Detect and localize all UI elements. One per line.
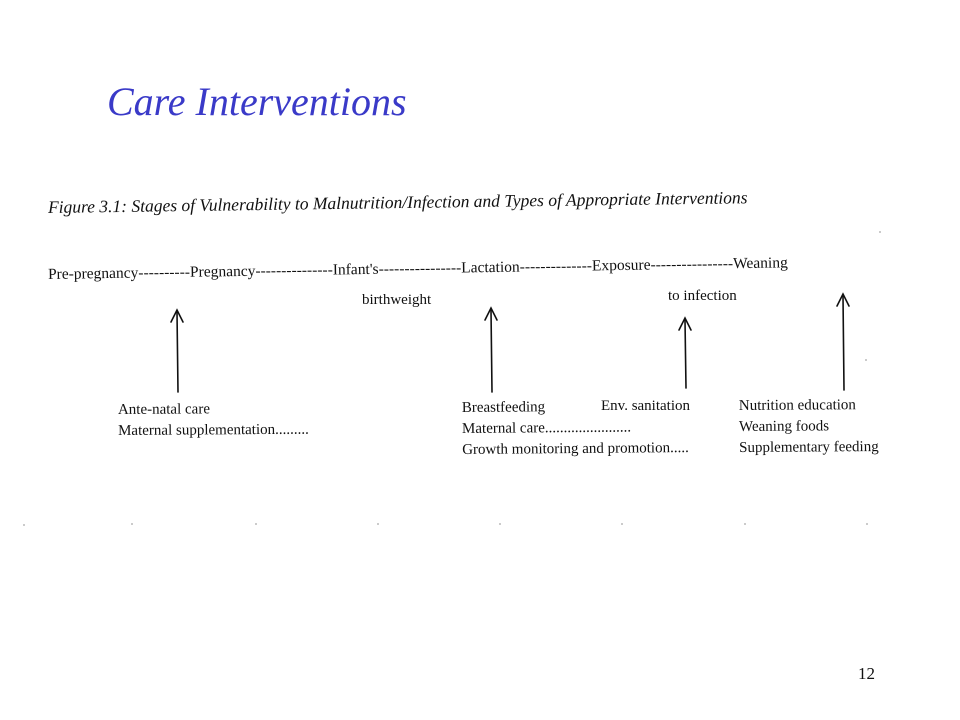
- intervention-item: Ante-natal care: [117, 401, 211, 419]
- intervention-item: Nutrition education: [738, 397, 856, 415]
- sanitation-interventions: Env. sanitation: [601, 396, 690, 417]
- infant-sublabel: birthweight: [362, 292, 432, 308]
- intervention-item: Growth monitoring and promotion.....: [462, 440, 689, 458]
- intervention-item: Maternal supplementation.........: [118, 421, 309, 439]
- nutrition-interventions: Nutrition education Weaning foods Supple…: [739, 395, 879, 459]
- antenatal-interventions: Ante-natal care Maternal supplementation…: [118, 399, 309, 442]
- intervention-item: Supplementary feeding: [739, 439, 879, 456]
- arrow-nutrition: [836, 292, 850, 391]
- arrow-breastfeeding: [484, 306, 498, 393]
- arrow-sanitation: [678, 316, 692, 389]
- slide-title: Care Interventions: [107, 79, 407, 124]
- intervention-item: Maternal care.......................: [461, 419, 632, 437]
- intervention-item: Weaning foods: [738, 418, 830, 435]
- page-number: 12: [858, 664, 875, 683]
- intervention-item: Env. sanitation: [601, 398, 691, 414]
- arrow-antenatal: [170, 308, 184, 393]
- scan-dots: [23, 231, 881, 526]
- exposure-sublabel: to infection: [668, 288, 737, 304]
